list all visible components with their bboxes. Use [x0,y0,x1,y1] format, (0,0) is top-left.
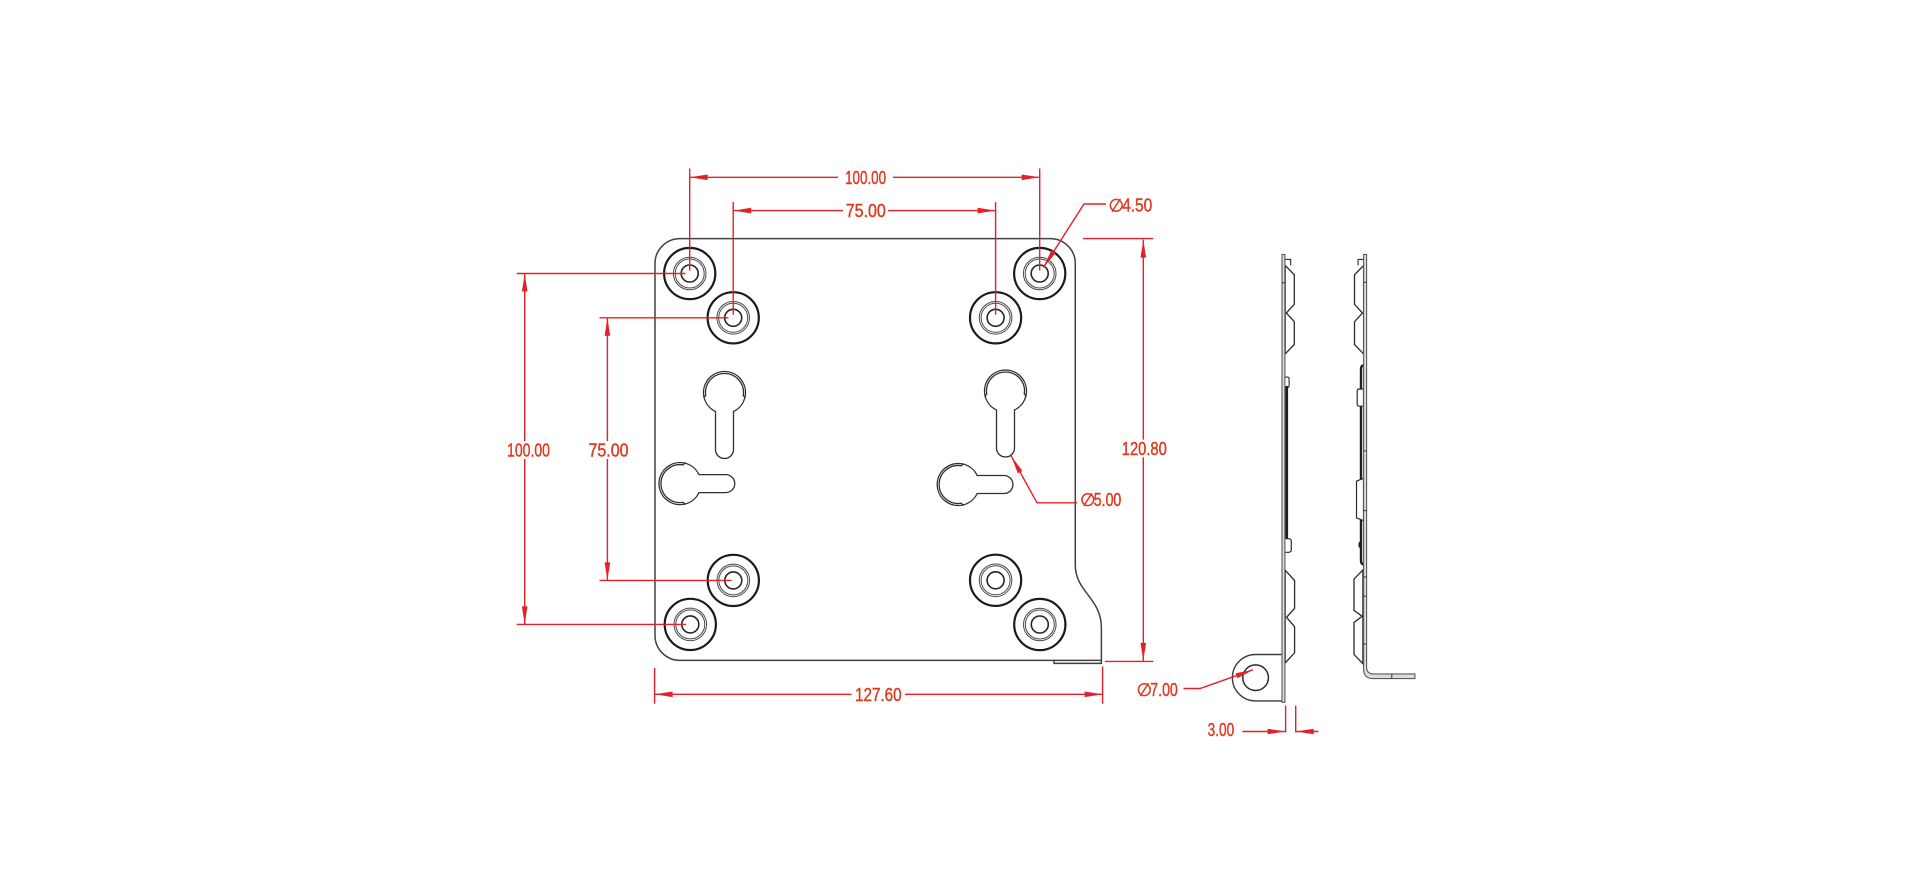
svg-text:100.00: 100.00 [507,441,550,461]
svg-text:4.50: 4.50 [1122,196,1152,216]
svg-text:3.00: 3.00 [1208,720,1235,740]
svg-text:75.00: 75.00 [846,201,886,221]
svg-text:100.00: 100.00 [845,168,886,188]
svg-text:5.00: 5.00 [1094,490,1122,510]
svg-text:127.60: 127.60 [855,685,902,705]
svg-text:75.00: 75.00 [589,441,629,461]
svg-text:120.80: 120.80 [1122,439,1167,459]
svg-text:7.00: 7.00 [1150,680,1178,700]
